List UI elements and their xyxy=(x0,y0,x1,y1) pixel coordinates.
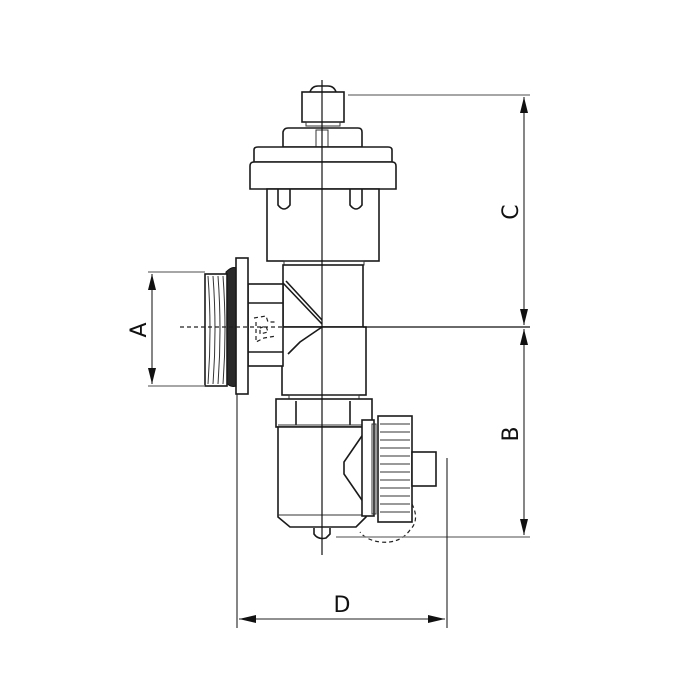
inlet-connector xyxy=(204,257,284,395)
cap-lower-housing xyxy=(266,188,380,266)
lower-hex-nut xyxy=(275,398,373,428)
top-nut xyxy=(301,85,345,127)
dimension-a: A xyxy=(127,271,205,387)
dimension-b: B xyxy=(336,329,530,538)
drain-fitting xyxy=(343,419,377,517)
dimension-d-label: D xyxy=(334,593,351,618)
tee-body xyxy=(281,264,367,400)
dimension-a-label: A xyxy=(127,322,152,337)
cap-body xyxy=(249,146,397,190)
dimension-c-label: C xyxy=(499,204,524,219)
dimension-c: C xyxy=(348,94,530,325)
dimension-d: D xyxy=(236,394,448,628)
knurled-knob xyxy=(359,415,437,543)
bottom-screw xyxy=(313,528,331,540)
dimension-b-label: B xyxy=(499,426,524,441)
